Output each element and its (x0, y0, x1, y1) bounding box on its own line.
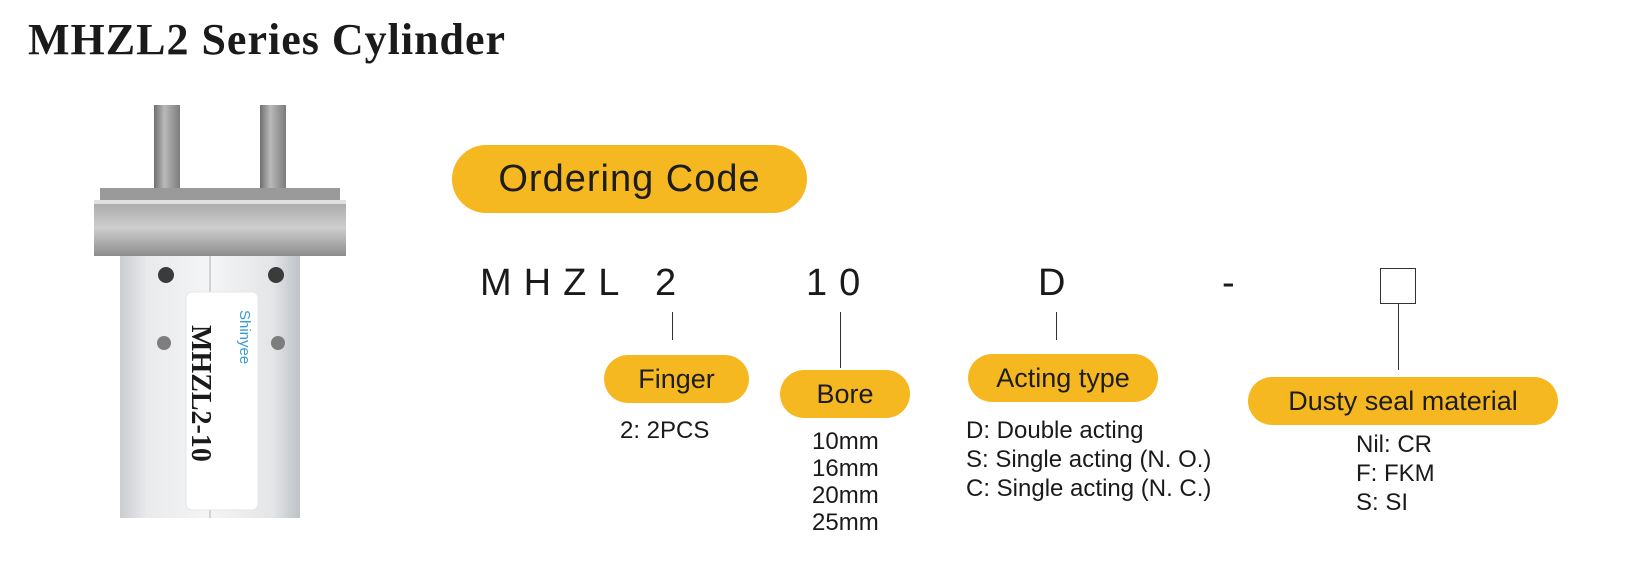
finger-label: Finger (604, 355, 749, 403)
finger-option: 2: 2PCS (620, 417, 710, 444)
acting-option: C: Single acting (N. C.) (966, 475, 1212, 502)
seal-option: S: SI (1356, 489, 1409, 516)
ordering-code-heading: Ordering Code (452, 145, 807, 213)
acting-type-label: Acting type (968, 354, 1158, 402)
code-seal-box (1380, 268, 1416, 304)
code-model: MHZL (480, 262, 632, 304)
dusty-seal-label: Dusty seal material (1248, 377, 1558, 425)
finger-options: 2: 2PCS (620, 416, 709, 445)
product-model-text: MHZL2-10 (185, 325, 216, 462)
seal-option: Nil: CR (1356, 431, 1432, 458)
bore-option: 10mm (812, 428, 879, 455)
finger-connector (672, 312, 673, 340)
code-finger: 2 (655, 262, 689, 304)
seal-connector (1398, 304, 1399, 370)
dusty-seal-options: Nil: CR F: FKM S: SI (1356, 430, 1435, 517)
bore-option: 16mm (812, 455, 879, 482)
bore-option: 20mm (812, 482, 879, 509)
acting-connector (1056, 312, 1057, 340)
page-title: MHZL2 Series Cylinder (28, 15, 507, 64)
product-brand-text: Shinyee (236, 310, 253, 364)
seal-option: F: FKM (1356, 460, 1435, 487)
bore-option: 25mm (812, 509, 879, 536)
acting-type-options: D: Double acting S: Single acting (N. O.… (966, 416, 1211, 503)
code-bore: 10 (806, 262, 873, 304)
code-acting-type: D (1038, 262, 1078, 304)
acting-option: S: Single acting (N. O.) (966, 446, 1212, 473)
acting-option: D: Double acting (966, 417, 1144, 444)
bore-label: Bore (780, 370, 910, 418)
code-dash: - (1222, 262, 1247, 304)
bore-options: 10mm 16mm 20mm 25mm (812, 428, 879, 536)
gripper-cylinder-image: Shinyee MHZL2-10 (94, 105, 346, 518)
bore-connector (840, 312, 841, 368)
